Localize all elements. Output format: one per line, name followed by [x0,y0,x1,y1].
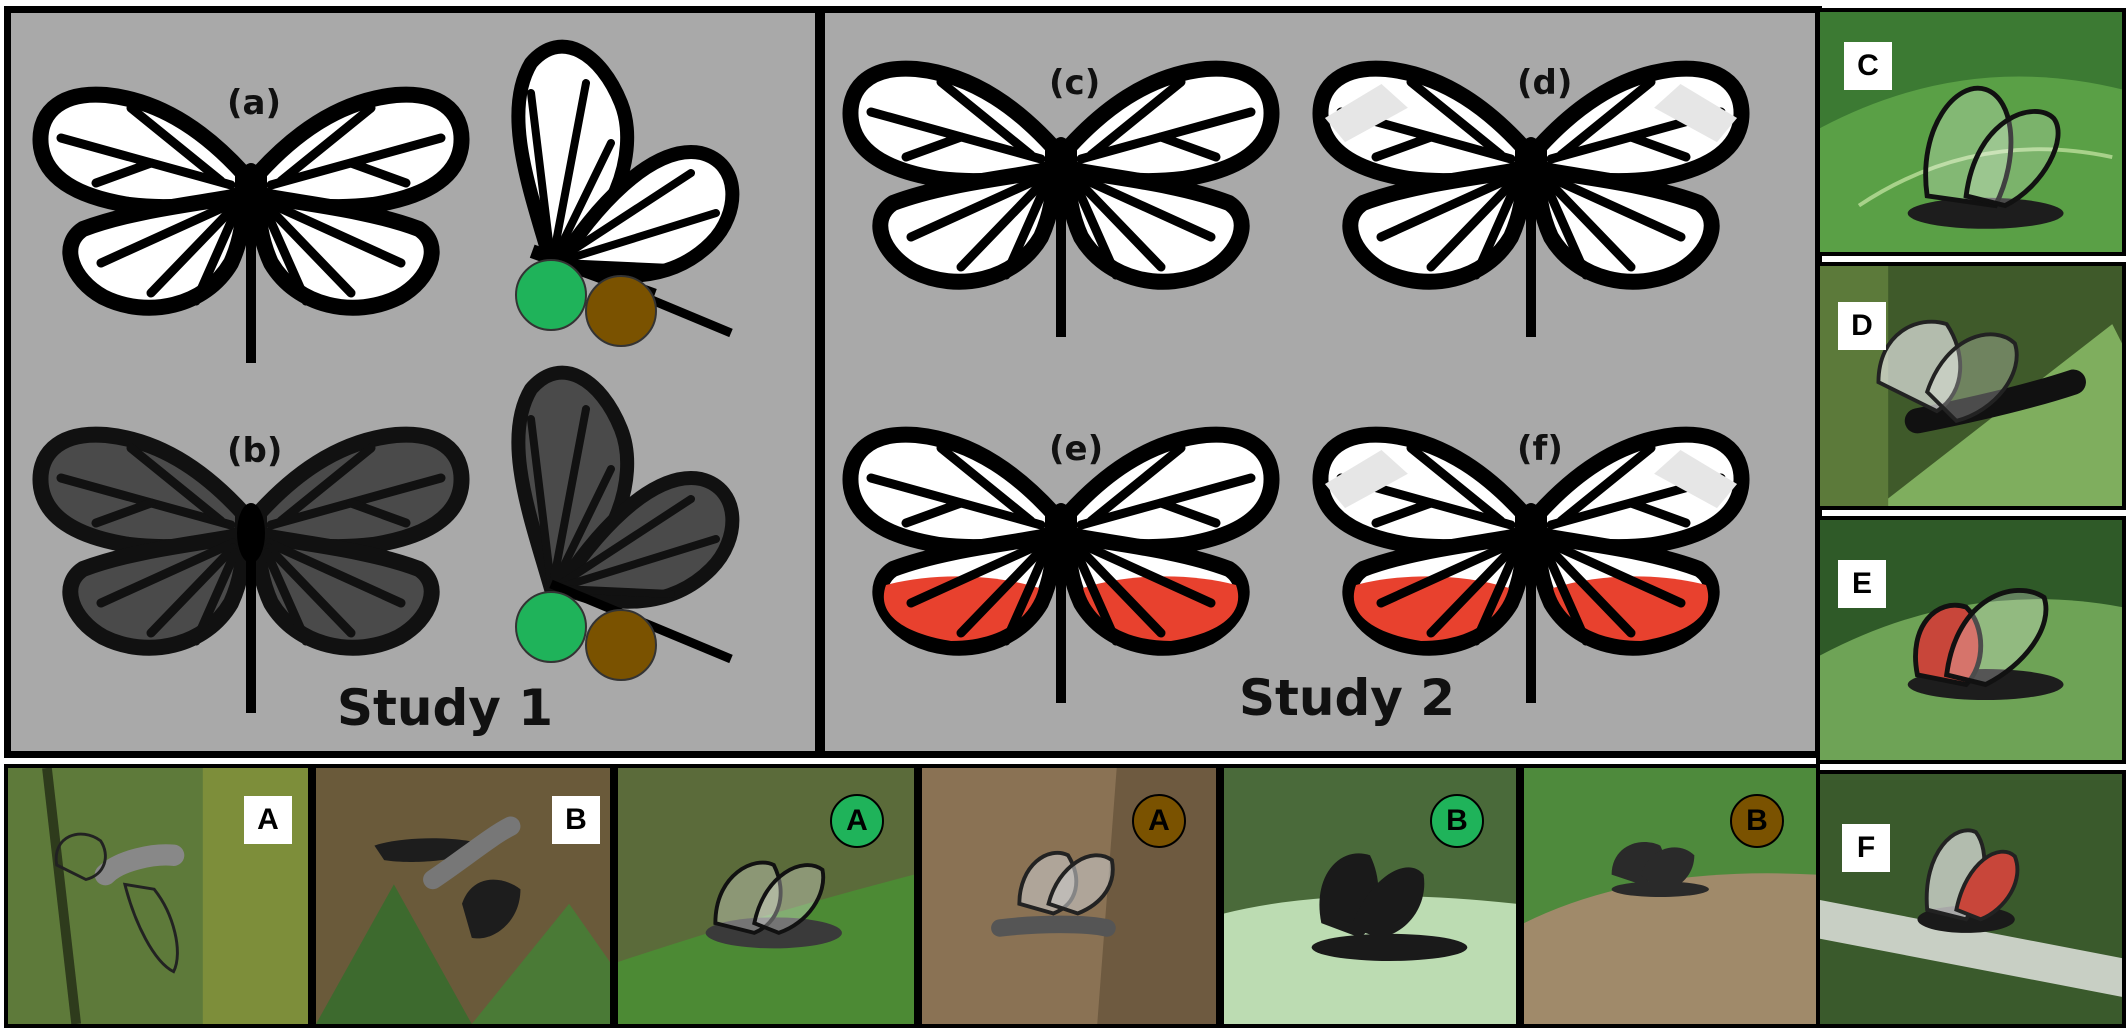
butterfly-a-transparent-lateral [511,39,740,338]
green-clay-dot-b [515,591,587,663]
photo-label-d: D [1838,302,1886,350]
brown-clay-dot-a [585,275,657,347]
white-band-right [1654,84,1738,143]
photo-bottom-4: A [918,764,1220,1028]
study1-panel: (a) (b) [4,6,822,758]
figure-label-b: (b) [227,431,283,471]
photo-label-b-brown: B [1730,794,1784,848]
butterfly-f-white-band-red-patch [1312,426,1750,703]
photo-model-c: C [1816,8,2126,256]
white-band-right [1654,450,1738,509]
white-band-left [1324,84,1408,143]
photo-bottom-3: A [614,764,918,1028]
photo-label-f: F [1842,824,1890,872]
butterfly-b-opaque-lateral [511,365,740,664]
butterfly-a-transparent-dorsal [32,86,470,363]
photo-bottom-5: B [1220,764,1520,1028]
white-band-left [1324,450,1408,509]
figure-label-d: (d) [1517,63,1573,103]
photo-label-b-green: B [1430,794,1484,848]
photo-model-e: E [1816,516,2126,764]
photo-label-a-brown: A [1132,794,1186,848]
green-clay-dot-a [515,259,587,331]
butterfly-b-opaque-dorsal [32,426,470,713]
photo-bottom-1: A [4,764,312,1028]
butterfly-c-transparent [842,60,1280,337]
photo-label-e: E [1838,560,1886,608]
brown-clay-dot-b [585,609,657,681]
photo-bottom-2: B [312,764,614,1028]
figure-label-c: (c) [1049,63,1101,103]
study2-title: Study 2 [1239,669,1456,727]
photo-model-f: F [1816,770,2126,1028]
photo-model-d: D [1816,262,2126,510]
figure-label-e: (e) [1049,429,1104,469]
study2-panel: (c) (d) (e) (f) [818,6,1822,758]
study1-title: Study 1 [337,679,554,737]
photo-label-c: C [1844,42,1892,90]
photo-label-a: A [244,796,292,844]
photo-bottom-6: B [1520,764,1820,1028]
figure-label-f: (f) [1517,429,1563,469]
butterfly-e-red-patch [842,426,1280,703]
butterfly-d-white-band [1312,60,1750,337]
figure-label-a: (a) [227,83,282,123]
photo-label-a-green: A [830,794,884,848]
photo-label-b: B [552,796,600,844]
